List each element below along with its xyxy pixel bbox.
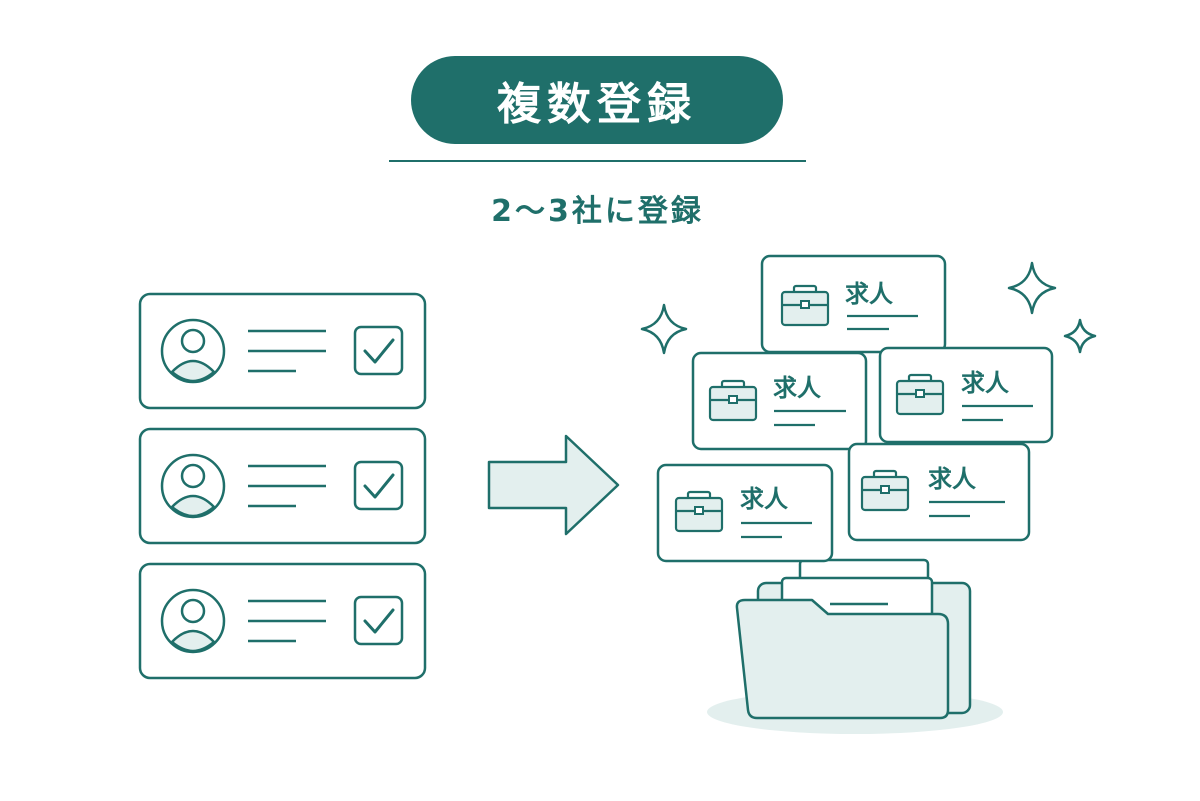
job-card-1: 求人 bbox=[760, 254, 947, 354]
text-lines bbox=[248, 464, 326, 508]
checkbox-checked-icon bbox=[353, 595, 404, 646]
briefcase-icon bbox=[674, 490, 724, 533]
job-label: 求人 bbox=[740, 485, 788, 513]
job-label: 求人 bbox=[845, 280, 893, 308]
title-pill: 複数登録 bbox=[411, 56, 783, 144]
text-lines bbox=[248, 599, 326, 643]
person-icon bbox=[160, 588, 226, 654]
job-card-3: 求人 bbox=[878, 346, 1054, 444]
checkbox-checked-icon bbox=[353, 460, 404, 511]
job-label: 求人 bbox=[928, 465, 976, 493]
sparkle-icon bbox=[1007, 261, 1057, 315]
folder-icon bbox=[707, 558, 1003, 734]
job-card-2: 求人 bbox=[691, 351, 868, 451]
title-divider bbox=[389, 160, 806, 162]
arrow-right-icon bbox=[487, 434, 620, 536]
text-lines bbox=[248, 329, 326, 373]
profile-card-2 bbox=[138, 427, 427, 545]
job-card-4: 求人 bbox=[656, 463, 834, 563]
profile-card-1 bbox=[138, 292, 427, 410]
job-label: 求人 bbox=[773, 374, 821, 402]
sparkle-icon bbox=[1063, 318, 1097, 354]
sparkle-icon bbox=[640, 303, 688, 355]
briefcase-icon bbox=[860, 469, 910, 512]
subtitle: 2〜3社に登録 bbox=[491, 194, 704, 229]
job-label: 求人 bbox=[961, 369, 1009, 397]
checkbox-checked-icon bbox=[353, 325, 404, 376]
person-icon bbox=[160, 318, 226, 384]
briefcase-icon bbox=[708, 379, 758, 422]
briefcase-icon bbox=[895, 373, 945, 416]
job-card-5: 求人 bbox=[847, 442, 1031, 542]
briefcase-icon bbox=[780, 284, 830, 327]
person-icon bbox=[160, 453, 226, 519]
profile-card-3 bbox=[138, 562, 427, 680]
